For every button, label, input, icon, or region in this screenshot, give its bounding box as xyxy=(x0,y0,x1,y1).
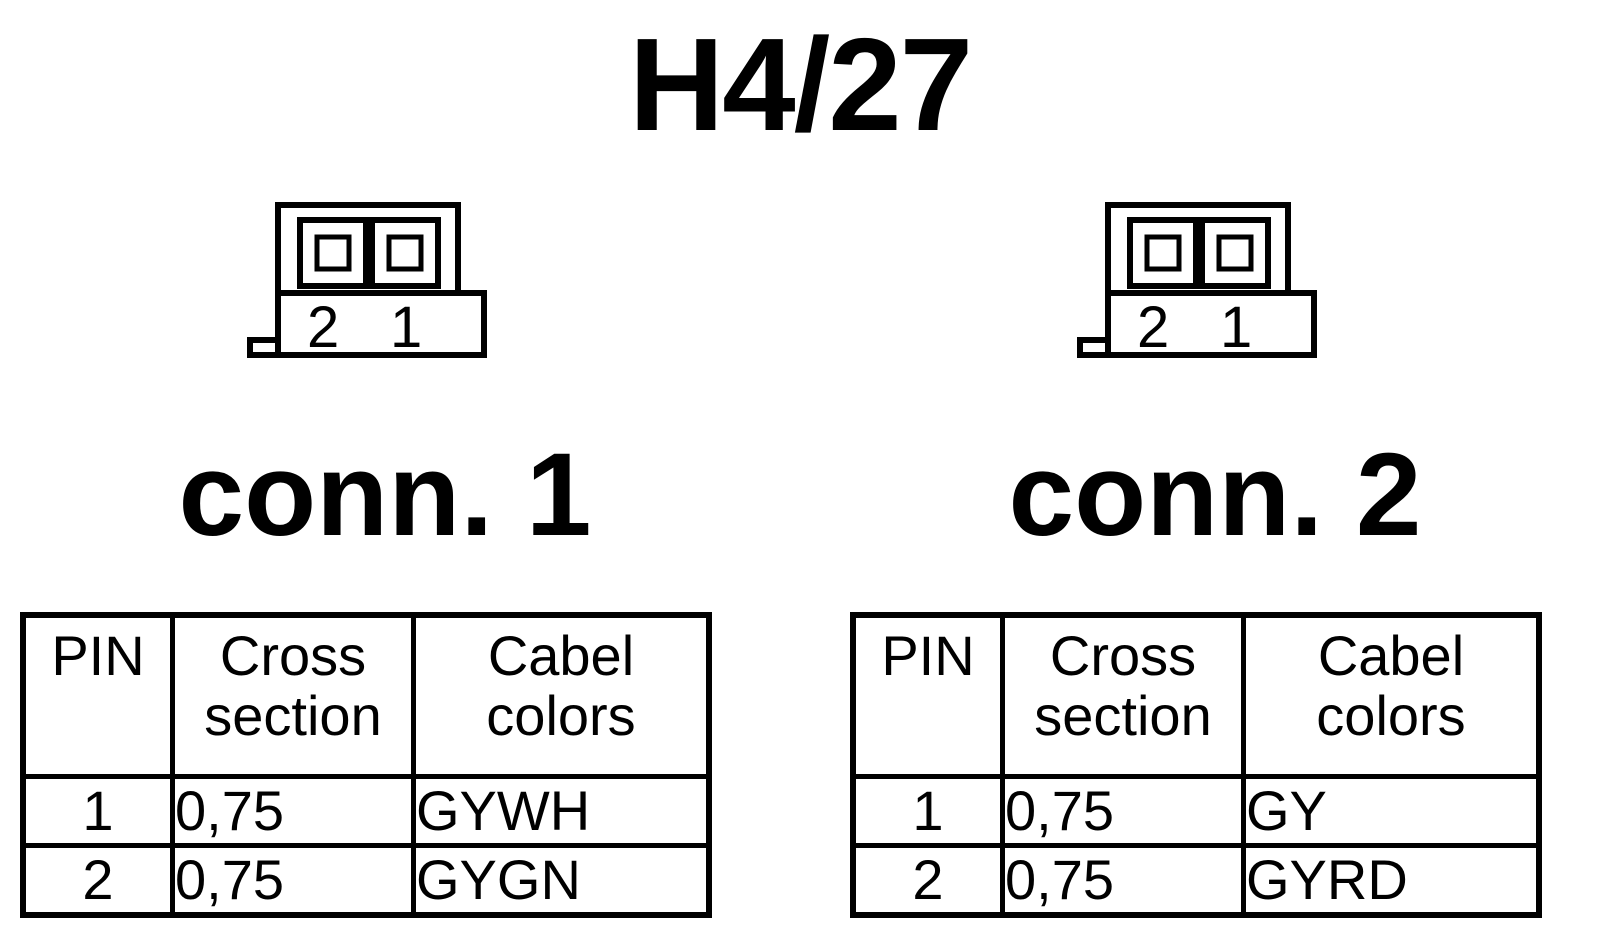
table-row: 2 0,75 GYRD xyxy=(850,843,1542,918)
connector-1-base xyxy=(275,290,487,358)
connector-2-label: conn. 2 xyxy=(1008,429,1422,561)
connector-2-pin-label-1: 1 xyxy=(1220,295,1252,360)
header-cabel-colors: Cabel colors xyxy=(1241,612,1542,779)
cell-cross-section: 0,75 xyxy=(170,774,416,848)
connector-1-pin-2-socket-inner xyxy=(314,234,352,272)
header-cross-section: Cross section xyxy=(170,612,416,779)
connector-1-pin-1-socket-inner xyxy=(386,234,424,272)
header-pin: PIN xyxy=(20,612,175,779)
cell-cross-section: 0,75 xyxy=(1000,843,1246,918)
cell-pin: 1 xyxy=(20,774,175,848)
connector-2-pin-table: PIN Cross section Cabel colors 1 0,75 GY… xyxy=(850,612,1542,918)
connector-2-pin-1-socket-inner xyxy=(1216,234,1254,272)
cell-cabel-color: GYRD xyxy=(1241,843,1542,918)
table-row: 1 0,75 GY xyxy=(850,774,1542,848)
connector-1-pin-table: PIN Cross section Cabel colors 1 0,75 GY… xyxy=(20,612,712,918)
connector-1-latch xyxy=(247,337,281,358)
cell-cross-section: 0,75 xyxy=(170,843,416,918)
connector-2-pin-label-2: 2 xyxy=(1137,295,1169,360)
connector-1-pin-1-socket-outer xyxy=(369,217,441,289)
connector-2-latch xyxy=(1077,337,1111,358)
diagram-title: H4/27 xyxy=(628,11,973,158)
table-row: 1 0,75 GYWH xyxy=(20,774,712,848)
cell-cabel-color: GY xyxy=(1241,774,1542,848)
table-header-row: PIN Cross section Cabel colors xyxy=(850,612,1542,779)
table-header-row: PIN Cross section Cabel colors xyxy=(20,612,712,779)
connector-1-drawing: 2 1 xyxy=(247,202,487,360)
header-pin: PIN xyxy=(850,612,1005,779)
cell-pin: 2 xyxy=(850,843,1005,918)
connector-2-pin-2-socket-outer xyxy=(1127,217,1199,289)
connector-2-base xyxy=(1105,290,1317,358)
connector-1-label: conn. 1 xyxy=(178,429,592,561)
connector-1-pin-label-2: 2 xyxy=(307,295,339,360)
header-cabel-colors: Cabel colors xyxy=(411,612,712,779)
cell-pin: 1 xyxy=(850,774,1005,848)
connector-1-pin-label-1: 1 xyxy=(390,295,422,360)
connector-1-pin-2-socket-outer xyxy=(297,217,369,289)
cell-pin: 2 xyxy=(20,843,175,918)
cell-cabel-color: GYWH xyxy=(411,774,712,848)
connector-2-pin-2-socket-inner xyxy=(1144,234,1182,272)
connector-2-pin-1-socket-outer xyxy=(1199,217,1271,289)
connector-2-drawing: 2 1 xyxy=(1077,202,1317,360)
table-row: 2 0,75 GYGN xyxy=(20,843,712,918)
header-cross-section: Cross section xyxy=(1000,612,1246,779)
cell-cross-section: 0,75 xyxy=(1000,774,1246,848)
cell-cabel-color: GYGN xyxy=(411,843,712,918)
